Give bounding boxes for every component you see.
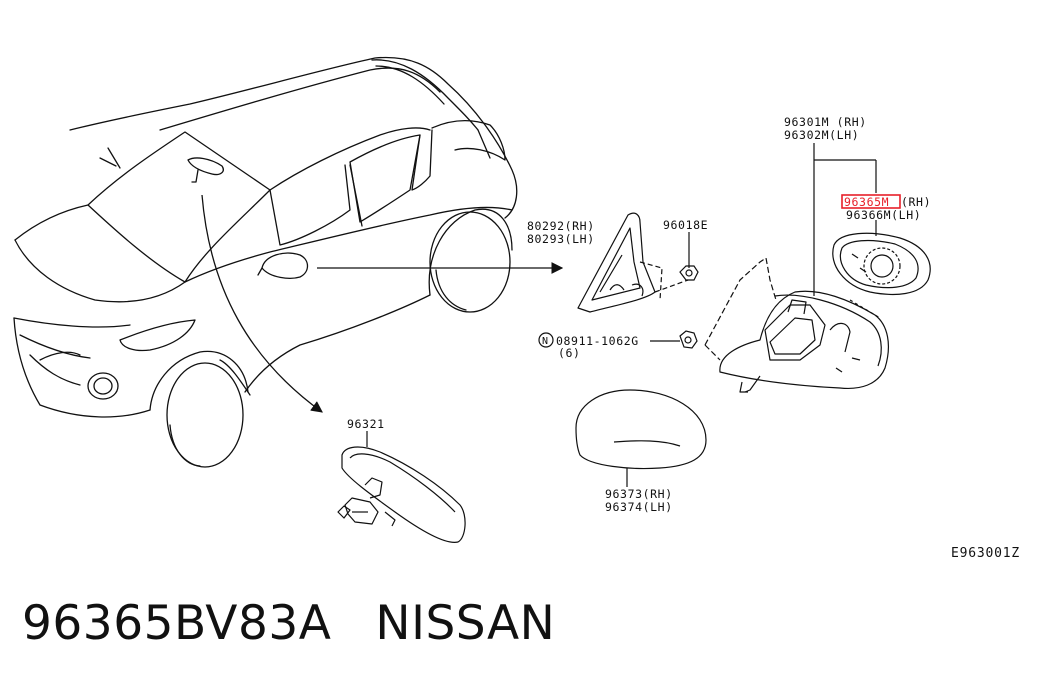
label-cover-rh: 80292(RH)	[527, 219, 595, 233]
label-cover-lh: 80293(LH)	[527, 232, 595, 246]
highlight-box	[841, 194, 901, 209]
label-inside-mirror: 96321	[347, 417, 385, 431]
outer-mirror-leader	[813, 143, 877, 296]
label-cap-rh: 96373(RH)	[605, 487, 673, 501]
label-bolt-ring: N	[542, 336, 549, 347]
label-glass-lh: 96366M(LH)	[846, 208, 921, 222]
caption-part-number: 96365BV83A	[22, 596, 332, 651]
mirror-glass-part	[832, 232, 931, 296]
label-outer-mirror-lh: 96302M(LH)	[784, 128, 859, 142]
caption-maker: NISSAN	[375, 596, 556, 651]
label-outer-mirror-rh: 96301M (RH)	[784, 115, 867, 129]
bolt-part	[538, 330, 698, 349]
mirror-cover-part	[577, 212, 689, 313]
car-illustration	[13, 56, 518, 468]
label-cap-lh: 96374(LH)	[605, 500, 673, 514]
label-glass-rh-highlighted: 96365M	[844, 195, 889, 209]
caption: 96365BV83A NISSAN	[22, 596, 555, 651]
label-glass-rh-suffix: (RH)	[901, 195, 931, 209]
diagram-code: E963001Z	[951, 546, 1020, 561]
outer-mirror-assembly	[704, 257, 889, 393]
inside-mirror-part	[337, 431, 466, 543]
label-nut: 96018E	[663, 218, 708, 232]
part-labels: 96301M (RH) 96302M(LH) 96365M (RH) 96366…	[347, 115, 1020, 561]
nut-part	[679, 232, 699, 281]
leader-arrows	[201, 194, 564, 413]
label-bolt-qty: (6)	[558, 346, 581, 360]
mirror-cap-part	[575, 389, 707, 487]
label-bolt: 08911-1062G	[556, 334, 639, 348]
